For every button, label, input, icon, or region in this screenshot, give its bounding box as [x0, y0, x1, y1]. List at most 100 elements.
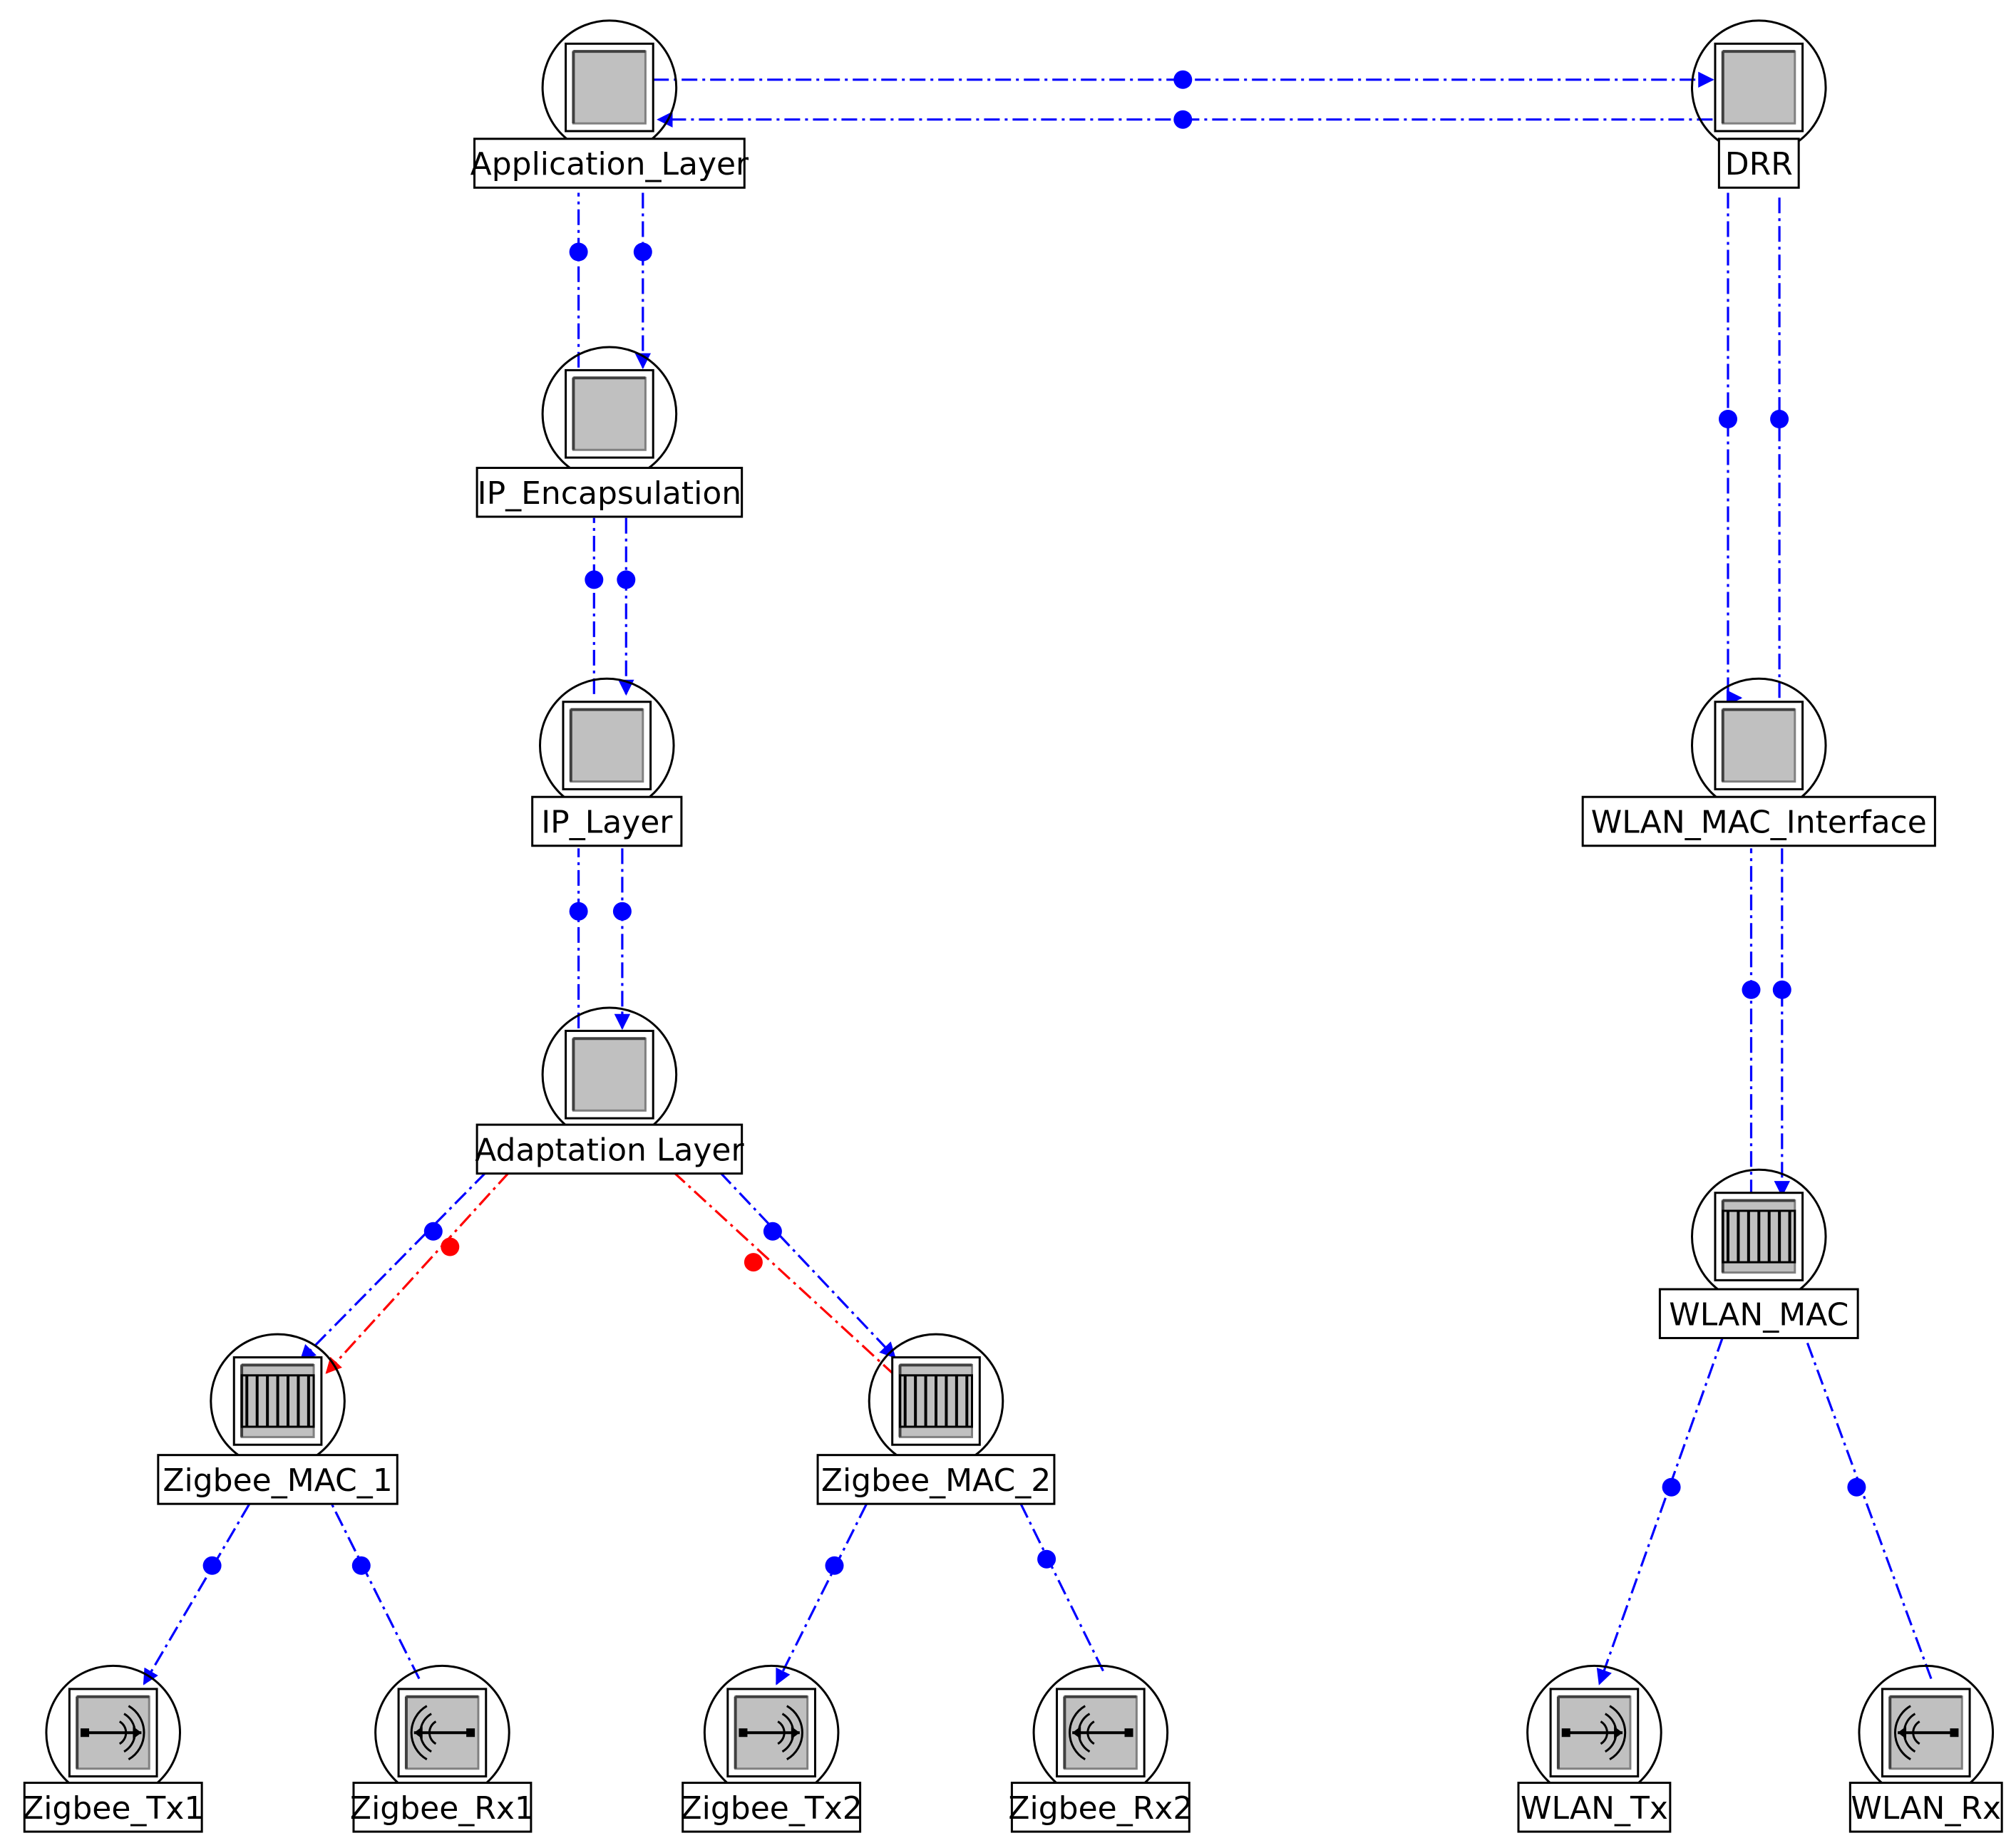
node-label: Zigbee_Tx1: [22, 1790, 204, 1827]
processor-icon[interactable]: [1714, 701, 1804, 790]
link-midpoint-dot: [569, 902, 588, 921]
node-label: DRR: [1725, 146, 1793, 182]
node-wlan-mac[interactable]: WLAN_MAC: [1658, 1168, 1859, 1340]
processor-icon[interactable]: [565, 42, 654, 133]
node-zigbee-tx1[interactable]: Zigbee_Tx1: [22, 1664, 204, 1833]
node-ip-encapsulation[interactable]: IP_Encapsulation: [475, 346, 744, 518]
packet-stream-line[interactable]: [299, 1171, 487, 1361]
link-midpoint-dot: [1037, 1549, 1056, 1569]
node-label-box: [475, 1123, 744, 1175]
node-application-layer[interactable]: Application_Layer: [470, 19, 749, 189]
link-application_layer-to-drr[interactable]: [653, 70, 1714, 89]
packet-stream-line[interactable]: [143, 1503, 251, 1685]
node-zigbee-rx1[interactable]: Zigbee_Rx1: [350, 1664, 535, 1833]
link-midpoint-dot: [441, 1237, 460, 1256]
packet-stream-line[interactable]: [775, 1503, 868, 1685]
link-midpoint-dot: [617, 570, 636, 589]
link-wlan_mac-to-wlan_tx[interactable]: [1596, 1336, 1724, 1685]
queue-icon[interactable]: [891, 1356, 981, 1446]
link-midpoint-dot: [1662, 1477, 1681, 1497]
node-label: IP_Layer: [541, 804, 673, 840]
node-label: WLAN_MAC_Interface: [1591, 804, 1927, 840]
link-zigbee_rx1-to-zigbee_mac_1[interactable]: [330, 1503, 421, 1680]
links-layer: [143, 70, 1933, 1685]
node-wlan-mac-interface[interactable]: WLAN_MAC_Interface: [1581, 677, 1936, 847]
link-wlan_mac_interface-to-wlan_mac[interactable]: [1772, 848, 1791, 1197]
link-ip_encapsulation-to-application_layer[interactable]: [569, 192, 588, 368]
link-zigbee_mac_1-to-zigbee_tx1[interactable]: [143, 1503, 251, 1685]
link-adaptation_layer-to-zigbee_mac_2[interactable]: [719, 1171, 896, 1359]
link-application_layer-to-ip_encapsulation[interactable]: [633, 192, 652, 370]
link-wlan_mac_interface-to-drr[interactable]: [1770, 192, 1789, 698]
link-midpoint-dot: [1719, 410, 1737, 428]
node-zigbee-rx2[interactable]: Zigbee_Rx2: [1008, 1664, 1193, 1833]
link-zigbee_rx2-to-zigbee_mac_2[interactable]: [1019, 1503, 1104, 1672]
node-wlan-rx[interactable]: WLAN_Rx: [1848, 1664, 2003, 1833]
link-midpoint-dot: [585, 570, 604, 589]
node-label: Application_Layer: [470, 146, 749, 182]
link-midpoint-dot: [763, 1222, 782, 1241]
link-zigbee_mac_2-to-zigbee_tx2[interactable]: [775, 1503, 868, 1685]
link-midpoint-dot: [351, 1556, 371, 1575]
node-label: Zigbee_Rx1: [350, 1790, 535, 1827]
packet-stream-line[interactable]: [1804, 1336, 1933, 1680]
receiver-icon[interactable]: [1881, 1688, 1971, 1778]
node-adaptation-layer[interactable]: Adaptation Layer: [475, 1006, 744, 1175]
node-drr[interactable]: DRR: [1691, 19, 1827, 189]
link-drr-to-wlan_mac_interface[interactable]: [1719, 192, 1743, 706]
processor-icon[interactable]: [565, 368, 654, 459]
transmitter-icon[interactable]: [68, 1688, 158, 1778]
queue-icon[interactable]: [232, 1356, 323, 1446]
node-label-box: [1010, 1782, 1190, 1833]
link-zigbee_mac_2-to-adaptation_layer[interactable]: [673, 1171, 896, 1376]
link-midpoint-dot: [1173, 70, 1193, 89]
link-midpoint-dot: [825, 1556, 844, 1575]
packet-stream-line[interactable]: [1596, 1336, 1724, 1685]
link-ip_encapsulation-to-ip_layer[interactable]: [617, 517, 636, 696]
link-wlan_rx-to-wlan_mac[interactable]: [1804, 1336, 1933, 1680]
node-label: Zigbee_MAC_1: [163, 1462, 392, 1499]
link-midpoint-dot: [744, 1253, 763, 1272]
packet-stream-line[interactable]: [719, 1171, 896, 1359]
node-label-box: [816, 1454, 1056, 1505]
transmitter-icon[interactable]: [1549, 1688, 1640, 1778]
node-label-box: [157, 1454, 398, 1505]
packet-stream-line[interactable]: [330, 1503, 421, 1680]
link-ip_layer-to-ip_encapsulation[interactable]: [585, 517, 604, 694]
transmitter-icon[interactable]: [726, 1688, 816, 1778]
processor-icon[interactable]: [1714, 42, 1804, 133]
receiver-icon[interactable]: [1056, 1688, 1146, 1778]
link-adaptation_layer-to-zigbee_mac_1[interactable]: [299, 1171, 487, 1361]
queue-icon[interactable]: [1714, 1192, 1804, 1281]
link-adaptation_layer-to-ip_layer[interactable]: [569, 848, 588, 1028]
node-wlan-tx[interactable]: WLAN_Tx: [1517, 1664, 1672, 1833]
node-zigbee-mac-2[interactable]: Zigbee_MAC_2: [816, 1333, 1056, 1505]
node-zigbee-tx2[interactable]: Zigbee_Tx2: [681, 1664, 863, 1833]
link-midpoint-dot: [423, 1222, 443, 1241]
node-ip-layer[interactable]: IP_Layer: [531, 677, 683, 847]
node-label-box: [531, 795, 683, 847]
node-label: WLAN_Tx: [1521, 1790, 1668, 1827]
link-wlan_mac-to-wlan_mac_interface[interactable]: [1742, 848, 1761, 1196]
link-midpoint-dot: [1173, 110, 1193, 129]
node-zigbee-mac-1[interactable]: Zigbee_MAC_1: [157, 1333, 398, 1505]
link-adaptation_layer-to-zigbee_mac_1[interactable]: [325, 1171, 510, 1374]
packet-stream-line[interactable]: [1726, 192, 1743, 706]
link-drr-to-application_layer[interactable]: [657, 110, 1713, 129]
node-label-box: [682, 1782, 862, 1833]
receiver-icon[interactable]: [397, 1688, 488, 1778]
link-midpoint-dot: [1742, 980, 1761, 999]
node-label-box: [1848, 1782, 2003, 1833]
node-label: IP_Encapsulation: [478, 475, 742, 512]
node-label-box: [1581, 795, 1936, 847]
packet-stream-line[interactable]: [1019, 1503, 1104, 1672]
processor-icon[interactable]: [565, 1029, 654, 1120]
link-midpoint-dot: [569, 242, 588, 262]
link-midpoint-dot: [612, 902, 632, 921]
statistic-wire-line[interactable]: [673, 1171, 896, 1376]
node-label: Zigbee_Tx2: [681, 1790, 863, 1827]
processor-icon[interactable]: [562, 701, 652, 790]
link-ip_layer-to-adaptation_layer[interactable]: [612, 848, 632, 1031]
node-label-box: [1517, 1782, 1672, 1833]
statistic-wire-line[interactable]: [325, 1171, 510, 1374]
